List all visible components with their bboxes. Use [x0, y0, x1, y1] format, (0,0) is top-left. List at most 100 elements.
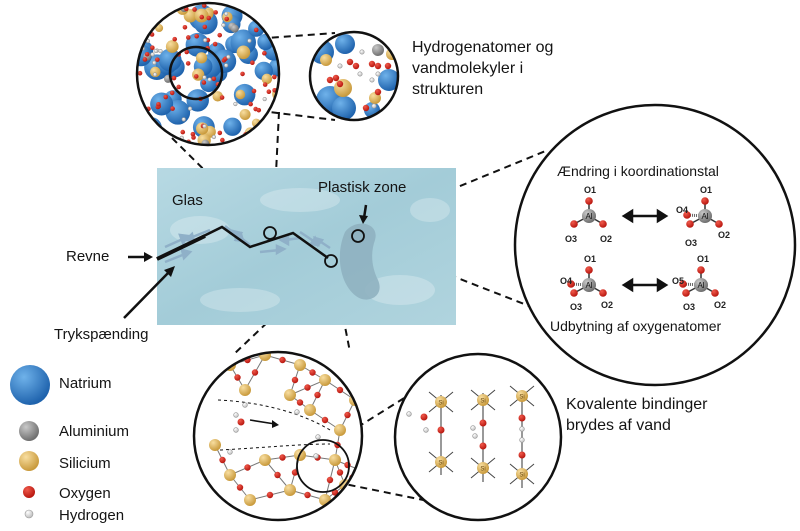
aluminium-label: Al [697, 281, 704, 290]
aluminium-site-tr: Al [683, 197, 723, 228]
atom-natrium [137, 123, 160, 145]
atom-oxygen [336, 469, 344, 476]
callout-line: Hydrogenatomer og [412, 39, 554, 56]
atom-hydrogen [202, 38, 208, 43]
atom-hydrogen [149, 23, 154, 28]
atom-oxygen [193, 74, 199, 79]
atom-oxygen [171, 75, 177, 81]
atom-oxygen [266, 491, 274, 499]
atom-oxygen [182, 25, 188, 30]
atom-silicium [244, 494, 256, 506]
atom-hydrogen [294, 409, 300, 415]
atom-hydrogen [262, 96, 267, 102]
atom-natrium [263, 122, 279, 145]
atom-oxygen [384, 62, 392, 70]
atom-natrium [378, 69, 398, 91]
atom-silicium [150, 66, 161, 78]
legend-label-natrium: Natrium [59, 375, 112, 392]
atom-hydrogen [207, 77, 212, 82]
atom-oxygen [272, 74, 277, 80]
bond-breaking-zoom [393, 352, 563, 522]
atom-silicium [477, 462, 489, 474]
atom-oxygen [190, 131, 196, 137]
atom-hydrogen [375, 71, 381, 77]
callout-line: Kovalente bindinger [566, 396, 708, 413]
atom-oxygen [250, 60, 255, 65]
atom-oxygen [374, 88, 382, 96]
atom-oxygen [255, 141, 261, 145]
atom-oxygen [176, 84, 181, 90]
atom-hydrogen [221, 22, 226, 28]
atom-hydrogen [224, 11, 229, 16]
legend-label-silicium: Silicium [59, 455, 111, 472]
atom-hydrogen [181, 117, 186, 122]
atom-oxygen [194, 33, 199, 39]
callout-hydrogen-water: Hydrogenatomer og vandmolekyler i strukt… [412, 37, 553, 100]
atom-oxygen [184, 49, 190, 55]
atom-silicium [239, 384, 251, 396]
atom-oxygen [291, 376, 299, 384]
atom-oxygen [156, 101, 161, 107]
atom-oxygen [180, 129, 186, 135]
atom-oxygen [296, 399, 304, 406]
atom-oxygen [256, 6, 262, 12]
callout-covalent-bonds: Kovalente bindinger brydes af vand [566, 394, 707, 436]
atom-h [519, 426, 525, 432]
legend-swatch-aluminium [19, 421, 39, 441]
atom-hydrogen [359, 49, 365, 55]
silicon-label: Si [438, 461, 443, 467]
atom-hydrogen [357, 71, 363, 77]
atom-h [472, 433, 478, 439]
atom-oxygen [169, 90, 175, 96]
atom-oxygen [304, 384, 311, 391]
atom-hydrogen [369, 77, 375, 83]
atom-oxygen [585, 266, 593, 274]
atom-h [470, 425, 476, 431]
atom-oxygen [219, 456, 226, 464]
atom-natrium [150, 92, 174, 116]
atom-oxygen [192, 7, 197, 12]
label-compressive-stress: Trykspænding [54, 326, 149, 343]
atom-hydrogen [152, 72, 158, 77]
atom-oxygen [570, 289, 578, 297]
atom-oxygen [248, 101, 253, 107]
atom-silicium [294, 359, 306, 371]
atom-oxygen [332, 74, 340, 82]
atom-oxygen [234, 374, 241, 381]
atom-silicium [192, 68, 205, 81]
atom-oxygen [206, 15, 212, 21]
atom-oxygen [150, 45, 155, 51]
atom-silicium [334, 424, 346, 436]
atom-natrium [186, 89, 209, 112]
atom-oxygen [217, 130, 223, 136]
atom-oxygen [362, 104, 370, 112]
atom-silicium [329, 454, 341, 466]
atom-oxygen [272, 125, 277, 130]
aluminium-label: Al [585, 212, 592, 221]
oxygen-index-label: O2 [718, 230, 731, 240]
atom-oxygen [220, 137, 225, 143]
oxygen-index-label: O3 [683, 302, 696, 312]
atom-oxygen [701, 197, 709, 205]
plastic-zone-arrow [359, 215, 368, 224]
atom-oxygen [279, 454, 286, 461]
atom-hydrogen [227, 449, 233, 455]
label-glass: Glas [172, 192, 203, 209]
atom-aluminium [372, 44, 384, 56]
atom-hydrogen [139, 37, 144, 42]
oxygen-index-label: O5 [672, 276, 685, 286]
atom-natrium [158, 48, 182, 72]
atom-hydrogen [150, 52, 155, 57]
atom-oxygen [262, 50, 267, 56]
atom-o [479, 442, 487, 450]
atom-h [423, 427, 429, 433]
atom-silicium [259, 352, 271, 361]
atom-silicium [284, 484, 296, 496]
atom-oxygen [715, 220, 723, 228]
atom-oxygen [170, 106, 175, 111]
plastic-zone [339, 223, 380, 300]
atom-oxygen [256, 107, 262, 113]
atom-oxygen [683, 211, 691, 219]
oxygen-index-label: O2 [600, 234, 613, 244]
atom-o [420, 413, 428, 421]
